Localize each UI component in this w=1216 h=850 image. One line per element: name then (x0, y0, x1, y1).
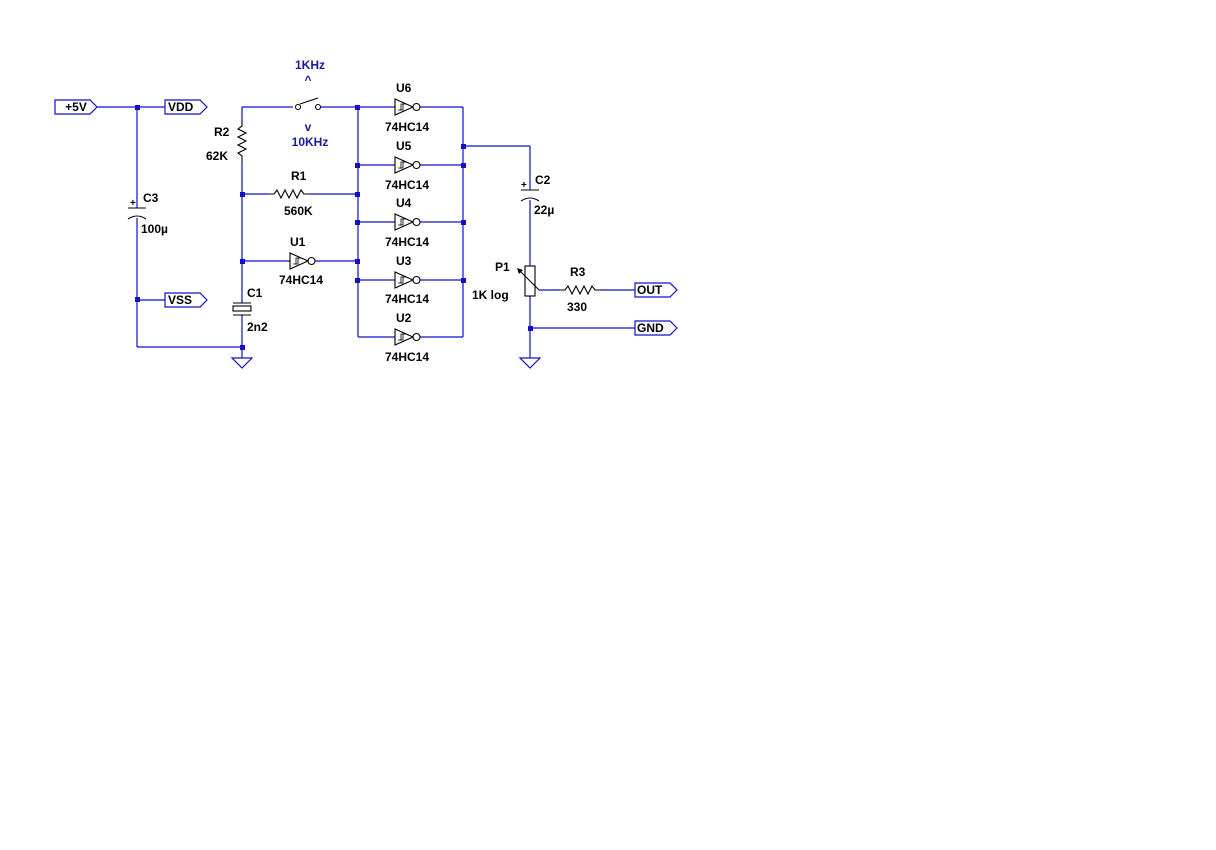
u6-ref: U6 (396, 81, 412, 95)
potentiometer-p1: P1 1K log (472, 260, 540, 302)
r1-ref: R1 (291, 169, 307, 183)
switch-up-label: 1KHz (295, 58, 325, 72)
inverter-u5: U5 74HC14 (385, 139, 429, 192)
c3-value: 100µ (141, 222, 168, 236)
u2-value: 74HC14 (385, 350, 429, 364)
u3-value: 74HC14 (385, 292, 429, 306)
switch-down-arrow: v (305, 120, 312, 134)
inverter-u3: U3 74HC14 (385, 254, 429, 306)
c3-polarity: + (130, 198, 136, 209)
r2-value: 62K (206, 149, 228, 163)
inverter-u4: U4 74HC14 (385, 196, 429, 249)
c2-ref: C2 (535, 173, 551, 187)
c2-value: 22µ (534, 203, 554, 217)
u5-ref: U5 (396, 139, 412, 153)
flag-vdd-label: VDD (168, 100, 194, 114)
flag-vss: VSS (164, 292, 208, 308)
resistor-r1: R1 560K (267, 169, 313, 218)
flag-out: OUT (634, 282, 678, 298)
capacitor-c1: C1 2n2 (232, 286, 268, 334)
switch-up-arrow: ^ (304, 73, 311, 87)
ground-symbol-right (519, 357, 541, 369)
junction-dots (135, 105, 533, 350)
u6-value: 74HC14 (385, 120, 429, 134)
u4-value: 74HC14 (385, 235, 429, 249)
flag-vdd: VDD (164, 99, 208, 115)
inverter-u2: U2 74HC14 (385, 311, 429, 364)
flag-gnd: GND (634, 320, 678, 336)
p1-ref: P1 (495, 260, 510, 274)
ground-symbol-left (231, 357, 253, 369)
inverter-u6: U6 74HC14 (385, 81, 429, 134)
flag-vss-label: VSS (168, 293, 192, 307)
r1-value: 560K (284, 204, 313, 218)
r3-ref: R3 (570, 265, 586, 279)
u2-ref: U2 (396, 311, 412, 325)
flag-out-label: OUT (637, 283, 663, 297)
frequency-switch: 1KHz ^ v 10KHz (292, 58, 329, 149)
capacitor-c3: + C3 100µ (127, 191, 168, 236)
c3-ref: C3 (143, 191, 159, 205)
wires (97, 106, 635, 358)
u1-ref: U1 (290, 235, 306, 249)
resistor-r2: R2 62K (206, 119, 247, 163)
r2-ref: R2 (214, 125, 230, 139)
u5-value: 74HC14 (385, 178, 429, 192)
resistor-r3: R3 330 (558, 265, 602, 314)
flag-gnd-label: GND (637, 321, 664, 335)
u4-ref: U4 (396, 196, 412, 210)
c1-ref: C1 (247, 286, 263, 300)
capacitor-c2: + C2 22µ (520, 173, 554, 217)
r3-value: 330 (567, 300, 587, 314)
u3-ref: U3 (396, 254, 412, 268)
flag-p5v-label: +5V (65, 100, 87, 114)
flag-p5v: +5V (54, 99, 98, 115)
c1-value: 2n2 (247, 320, 268, 334)
switch-down-label: 10KHz (292, 135, 329, 149)
u1-value: 74HC14 (279, 273, 323, 287)
c2-polarity: + (521, 180, 527, 191)
inverter-u1: U1 74HC14 (279, 235, 323, 287)
p1-value: 1K log (472, 288, 509, 302)
